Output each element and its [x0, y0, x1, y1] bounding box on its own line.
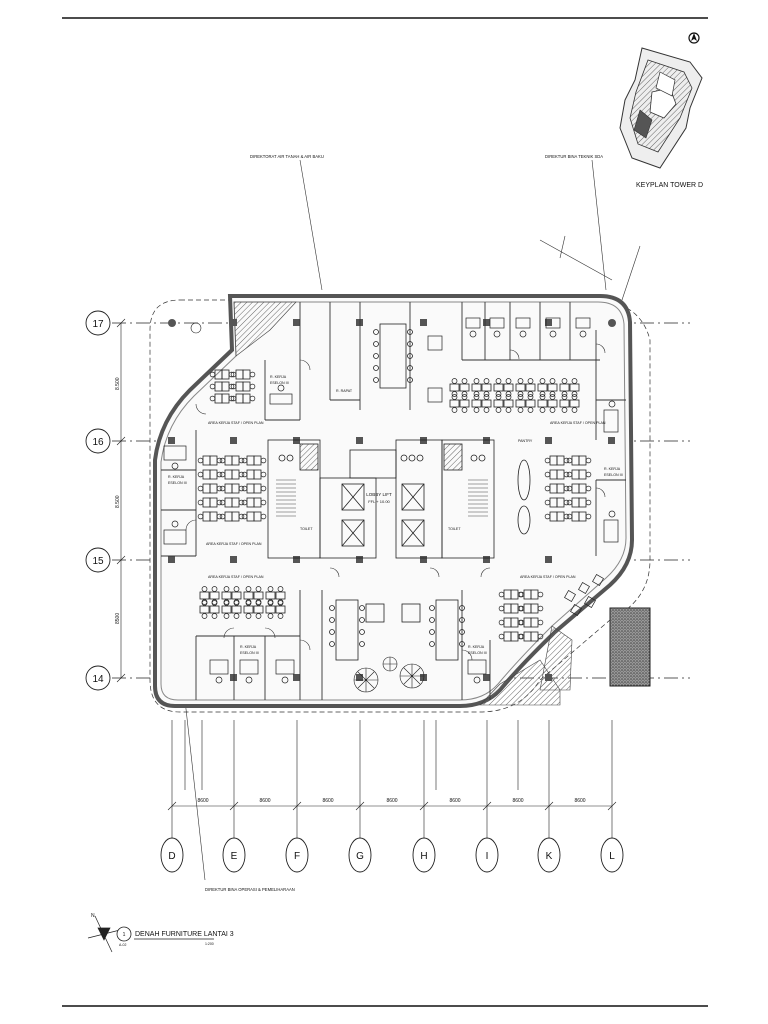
column-bubble-H: H [412, 837, 436, 873]
svg-text:D: D [168, 851, 175, 862]
row-bubble-14: 14 [85, 665, 111, 691]
row-spacing-1: 8.500 [115, 377, 121, 390]
keyplan-drawing [619, 47, 703, 169]
column-spacings: 8600 8600 8600 8600 8600 8600 8600 [197, 798, 585, 804]
label-ruang-kerja-4: R. KERJA [240, 645, 257, 649]
label-area-kerja-4: AREA KERJA STAF / OPEN PLAN [520, 575, 576, 579]
hatched-corner-north-west [233, 301, 297, 357]
column-dimension [167, 801, 617, 811]
callout-air-tanah: DIREKTORAT AIR TANAH & AIR BAKU [250, 154, 324, 159]
svg-text:8600: 8600 [386, 798, 397, 804]
svg-text:G: G [356, 851, 364, 862]
column-bubble-K: K [537, 837, 561, 873]
lounge-chairs [564, 574, 604, 616]
title-block: N 1 A-02 DENAH FURNITURE LANTAI 3 1:200 [87, 913, 234, 953]
label-ruang-kerja-5: R. KERJA [468, 645, 485, 649]
svg-text:14: 14 [92, 674, 104, 685]
svg-text:8600: 8600 [449, 798, 460, 804]
svg-text:8600: 8600 [197, 798, 208, 804]
callout-leaders [184, 159, 641, 881]
column-bubble-E: E [222, 837, 246, 873]
callout-bina-operasi: DIREKTUR BINA OPERASI & PEMELIHARAAN [205, 887, 295, 892]
building-core [267, 439, 495, 559]
building-wall-inner [160, 301, 627, 701]
svg-text:I: I [486, 851, 489, 862]
landscape-stipple-block [609, 607, 651, 687]
north-arrow-icon [688, 32, 700, 44]
lobby-label: LOBBY LIFT [366, 492, 392, 497]
view-number: 1 [123, 932, 126, 938]
interior-partitions [161, 302, 626, 700]
lobby-sublabel: FFL + 10.00 [368, 499, 390, 504]
meeting-tables [329, 323, 531, 661]
row-spacing-2: 8.500 [115, 495, 121, 508]
label-eselon-3: ESELON III [604, 473, 623, 477]
callout-bina-teknik: DIREKTUR BINA TEKNIK SDA [545, 154, 603, 159]
svg-text:F: F [294, 851, 300, 862]
label-ruang-kerja-3: R. KERJA [604, 467, 621, 471]
row-bubble-16: 16 [85, 428, 111, 454]
label-toilet-2: TOILET [448, 527, 461, 531]
svg-text:16: 16 [92, 437, 104, 448]
row-spacing-3: 8500 [115, 613, 121, 624]
keyplan-label: KEYPLAN TOWER D [636, 182, 703, 189]
column-bubble-I: I [475, 837, 499, 873]
compass-icon [87, 915, 121, 953]
label-area-kerja-2: AREA KERJA STAF / OPEN PLAN [550, 421, 606, 425]
row-bubble-17: 17 [85, 310, 111, 336]
svg-text:N: N [91, 913, 95, 919]
sheet-scale: 1:200 [205, 942, 214, 946]
column-bubble-L: L [600, 837, 624, 873]
column-bubble-D: D [160, 837, 184, 873]
svg-text:L: L [609, 851, 615, 862]
row-bubble-15: 15 [85, 547, 111, 573]
door-swings [185, 343, 606, 661]
label-eselon-4: ESELON III [240, 651, 259, 655]
svg-text:8600: 8600 [259, 798, 270, 804]
svg-text:K: K [546, 851, 553, 862]
svg-text:8600: 8600 [574, 798, 585, 804]
column-bubble-F: F [285, 837, 309, 873]
svg-text:8600: 8600 [512, 798, 523, 804]
grid-column-lines [171, 720, 613, 838]
room-labels: AREA KERJA STAF / OPEN PLAN AREA KERJA S… [168, 375, 623, 655]
private-office-furniture [163, 317, 619, 684]
label-area-kerja-5: AREA KERJA STAF / OPEN PLAN [206, 542, 262, 546]
label-area-kerja-3: AREA KERJA STAF / OPEN PLAN [208, 575, 264, 579]
view-ref: A-02 [119, 943, 126, 947]
label-pantry: PANTRY [518, 439, 533, 443]
planter-icons [190, 322, 425, 693]
label-ruang-kerja-1: R. KERJA [270, 375, 287, 379]
label-area-kerja-1: AREA KERJA STAF / OPEN PLAN [208, 421, 264, 425]
label-eselon-1: ESELON III [270, 381, 289, 385]
label-toilet-1: TOILET [300, 527, 313, 531]
hatched-corner-south [479, 659, 561, 706]
view-number-bubble [116, 926, 132, 942]
column-bubble-G: G [348, 837, 372, 873]
label-eselon-5: ESELON III [468, 651, 487, 655]
label-meeting: R. RAPAT [336, 389, 353, 393]
label-ruang-kerja-2: R. KERJA [168, 475, 185, 479]
svg-text:E: E [231, 851, 238, 862]
svg-text:8600: 8600 [322, 798, 333, 804]
svg-text:17: 17 [92, 319, 104, 330]
svg-text:15: 15 [92, 556, 104, 567]
structural-columns [168, 319, 616, 681]
label-eselon-2: ESELON III [168, 481, 187, 485]
sheet-title: DENAH FURNITURE LANTAI 3 [135, 931, 234, 938]
row-dimension [116, 318, 126, 683]
svg-text:H: H [420, 851, 427, 862]
